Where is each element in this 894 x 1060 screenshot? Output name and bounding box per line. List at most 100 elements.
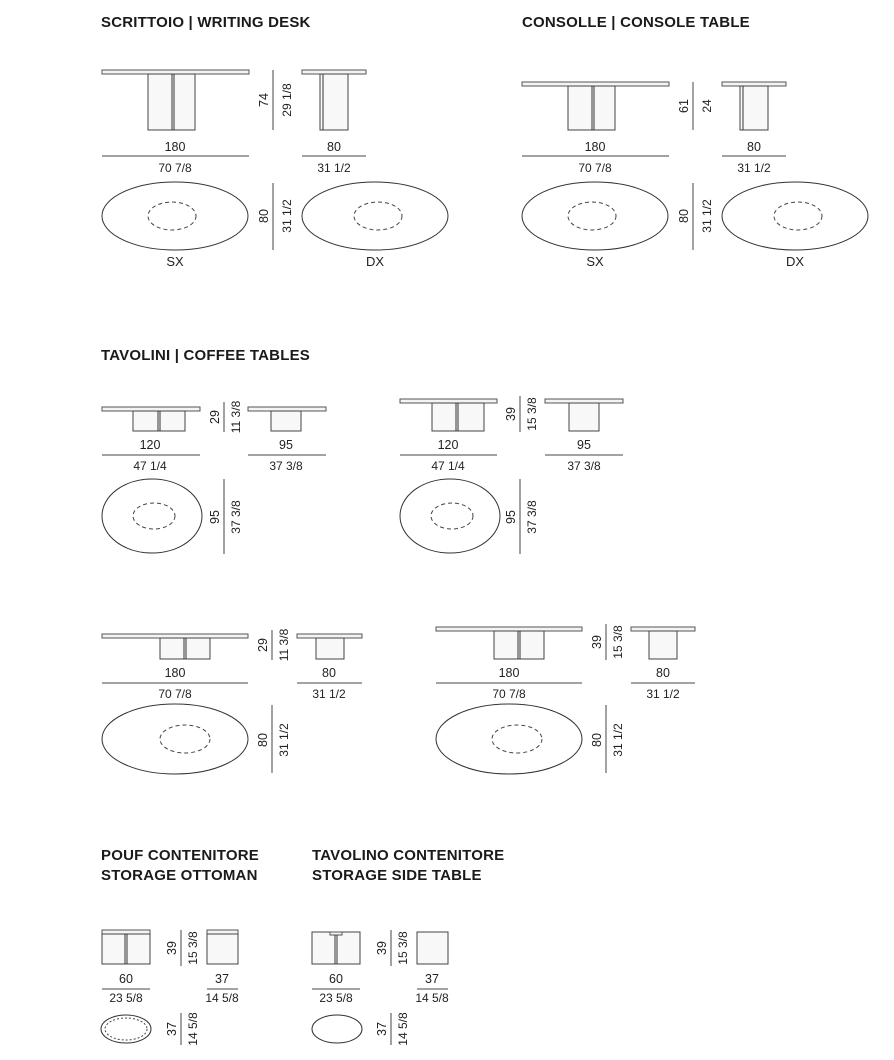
coffee-180-h39-plan-cm: 80 [590, 733, 604, 747]
side-table-depth-cm: 37 [425, 972, 439, 986]
coffee-180-h29-plan-cm: 80 [256, 733, 270, 747]
ottoman-width-in: 23 5/8 [109, 991, 143, 1005]
coffee-180-h29-front-view: 180 70 7/8 [101, 633, 249, 701]
side-table-plan: 37 14 5/8 [311, 1012, 410, 1046]
side-table-width-cm: 60 [329, 972, 343, 986]
ottoman-plan-in: 14 5/8 [186, 1012, 200, 1046]
ottoman-height-cm: 39 [165, 941, 179, 955]
writing-desk-title: SCRITTOIO | WRITING DESK [101, 14, 311, 31]
console-height-dim: 61 24 [677, 82, 714, 130]
side-table-height-dim: 39 15 3/8 [375, 930, 410, 966]
coffee-120-h29-plan-cm: 95 [208, 510, 222, 524]
console-front-view: 180 70 7/8 [521, 81, 670, 175]
writing-desk-plan-dx: DX [301, 181, 449, 269]
coffee-120-h39-height-in: 15 3/8 [525, 397, 539, 431]
writing-desk-front-view: 180 70 7/8 [101, 69, 250, 175]
console-side-view: 80 31 1/2 [721, 81, 787, 175]
console-table-title: CONSOLLE | CONSOLE TABLE [522, 14, 750, 31]
storage-ottoman-title-it: POUF CONTENITORE [101, 847, 259, 864]
ottoman-depth-cm: 37 [215, 972, 229, 986]
writing-desk-depth-in: 31 1/2 [317, 161, 351, 175]
coffee-180-h29-depth-cm: 80 [322, 666, 336, 680]
console-dx-label: DX [786, 254, 804, 269]
storage-side-table-title-it: TAVOLINO CONTENITORE [312, 847, 504, 864]
writing-desk-height-cm: 74 [257, 93, 271, 107]
ottoman-side-view: 37 14 5/8 [205, 929, 239, 1005]
console-height-in: 24 [700, 99, 714, 113]
coffee-180-h39-plan-in: 31 1/2 [611, 723, 625, 757]
writing-desk-height-dim: 74 29 1/8 [257, 70, 294, 130]
side-table-side-view: 37 14 5/8 [415, 931, 449, 1005]
console-depth-in: 31 1/2 [737, 161, 771, 175]
coffee-180-h29-length-in: 70 7/8 [158, 687, 192, 701]
coffee-120-h39-plan-in: 37 3/8 [525, 500, 539, 534]
console-depth-cm: 80 [747, 140, 761, 154]
coffee-180-h39-plan: 80 31 1/2 [435, 703, 625, 775]
console-length-in: 70 7/8 [578, 161, 612, 175]
writing-desk-sx-label: SX [166, 254, 184, 269]
console-plan-depth-in: 31 1/2 [700, 199, 714, 233]
writing-desk-plan-depth-in: 31 1/2 [280, 199, 294, 233]
coffee-120-h39-side-view: 95 37 3/8 [544, 398, 624, 473]
coffee-120-h29-height-in: 11 3/8 [229, 400, 243, 433]
coffee-120-h39-plan-cm: 95 [504, 510, 518, 524]
coffee-180-h29-height-dim: 29 11 3/8 [256, 628, 291, 661]
writing-desk-length-cm: 180 [165, 140, 186, 154]
ottoman-depth-in: 14 5/8 [205, 991, 239, 1005]
coffee-120-h39-height-cm: 39 [504, 407, 518, 421]
writing-desk-height-in: 29 1/8 [280, 83, 294, 117]
side-table-front-view: 60 23 5/8 [311, 931, 361, 1005]
side-table-depth-in: 14 5/8 [415, 991, 449, 1005]
coffee-180-h29-depth-in: 31 1/2 [312, 687, 346, 701]
coffee-120-h39-length-cm: 120 [438, 438, 459, 452]
coffee-120-h29-front-view: 120 47 1/4 [101, 406, 201, 473]
ottoman-height-dim: 39 15 3/8 [165, 930, 200, 966]
coffee-120-h29-side-view: 95 37 3/8 [247, 406, 327, 473]
ottoman-plan: 37 14 5/8 [100, 1012, 200, 1046]
side-table-height-cm: 39 [375, 941, 389, 955]
writing-desk-plan-depth-dim: 80 31 1/2 [257, 183, 294, 250]
writing-desk-plan-sx: SX [101, 181, 249, 269]
coffee-120-h29-depth-in: 37 3/8 [269, 459, 303, 473]
coffee-180-h39-front-view: 180 70 7/8 [435, 626, 583, 701]
storage-side-table-title-en: STORAGE SIDE TABLE [312, 867, 482, 884]
writing-desk-dx-label: DX [366, 254, 384, 269]
storage-ottoman-title-en: STORAGE OTTOMAN [101, 867, 258, 884]
coffee-tables-title: TAVOLINI | COFFEE TABLES [101, 347, 310, 364]
coffee-180-h39-depth-cm: 80 [656, 666, 670, 680]
side-table-plan-cm: 37 [375, 1022, 389, 1036]
coffee-120-h29-length-in: 47 1/4 [133, 459, 167, 473]
coffee-120-h39-plan: 95 37 3/8 [399, 478, 539, 554]
coffee-120-h29-height-dim: 29 11 3/8 [208, 400, 243, 433]
side-table-height-in: 15 3/8 [396, 931, 410, 965]
coffee-180-h29-height-in: 11 3/8 [277, 628, 291, 661]
writing-desk-plan-depth-cm: 80 [257, 209, 271, 223]
ottoman-front-view: 60 23 5/8 [101, 929, 151, 1005]
ottoman-plan-cm: 37 [165, 1022, 179, 1036]
ottoman-height-in: 15 3/8 [186, 931, 200, 965]
coffee-120-h39-depth-cm: 95 [577, 438, 591, 452]
console-plan-depth-cm: 80 [677, 209, 691, 223]
coffee-180-h39-height-dim: 39 15 3/8 [590, 624, 625, 660]
coffee-120-h29-depth-cm: 95 [279, 438, 293, 452]
console-plan-sx: SX [521, 181, 669, 269]
coffee-180-h29-plan: 80 31 1/2 [101, 703, 291, 775]
coffee-180-h39-side-view: 80 31 1/2 [630, 626, 696, 701]
writing-desk-side-view: 80 31 1/2 [301, 69, 367, 175]
side-table-width-in: 23 5/8 [319, 991, 353, 1005]
coffee-120-h29-plan-in: 37 3/8 [229, 500, 243, 534]
coffee-120-h29-height-cm: 29 [208, 410, 222, 424]
coffee-120-h39-front-view: 120 47 1/4 [399, 398, 498, 473]
console-plan-dx: DX [721, 181, 869, 269]
coffee-180-h29-side-view: 80 31 1/2 [296, 633, 363, 701]
console-length-cm: 180 [585, 140, 606, 154]
console-plan-depth-dim: 80 31 1/2 [677, 183, 714, 250]
writing-desk-length-in: 70 7/8 [158, 161, 192, 175]
writing-desk-depth-cm: 80 [327, 140, 341, 154]
coffee-180-h29-plan-in: 31 1/2 [277, 723, 291, 757]
coffee-180-h29-height-cm: 29 [256, 638, 270, 652]
coffee-120-h39-depth-in: 37 3/8 [567, 459, 601, 473]
console-height-cm: 61 [677, 99, 691, 113]
console-sx-label: SX [586, 254, 604, 269]
